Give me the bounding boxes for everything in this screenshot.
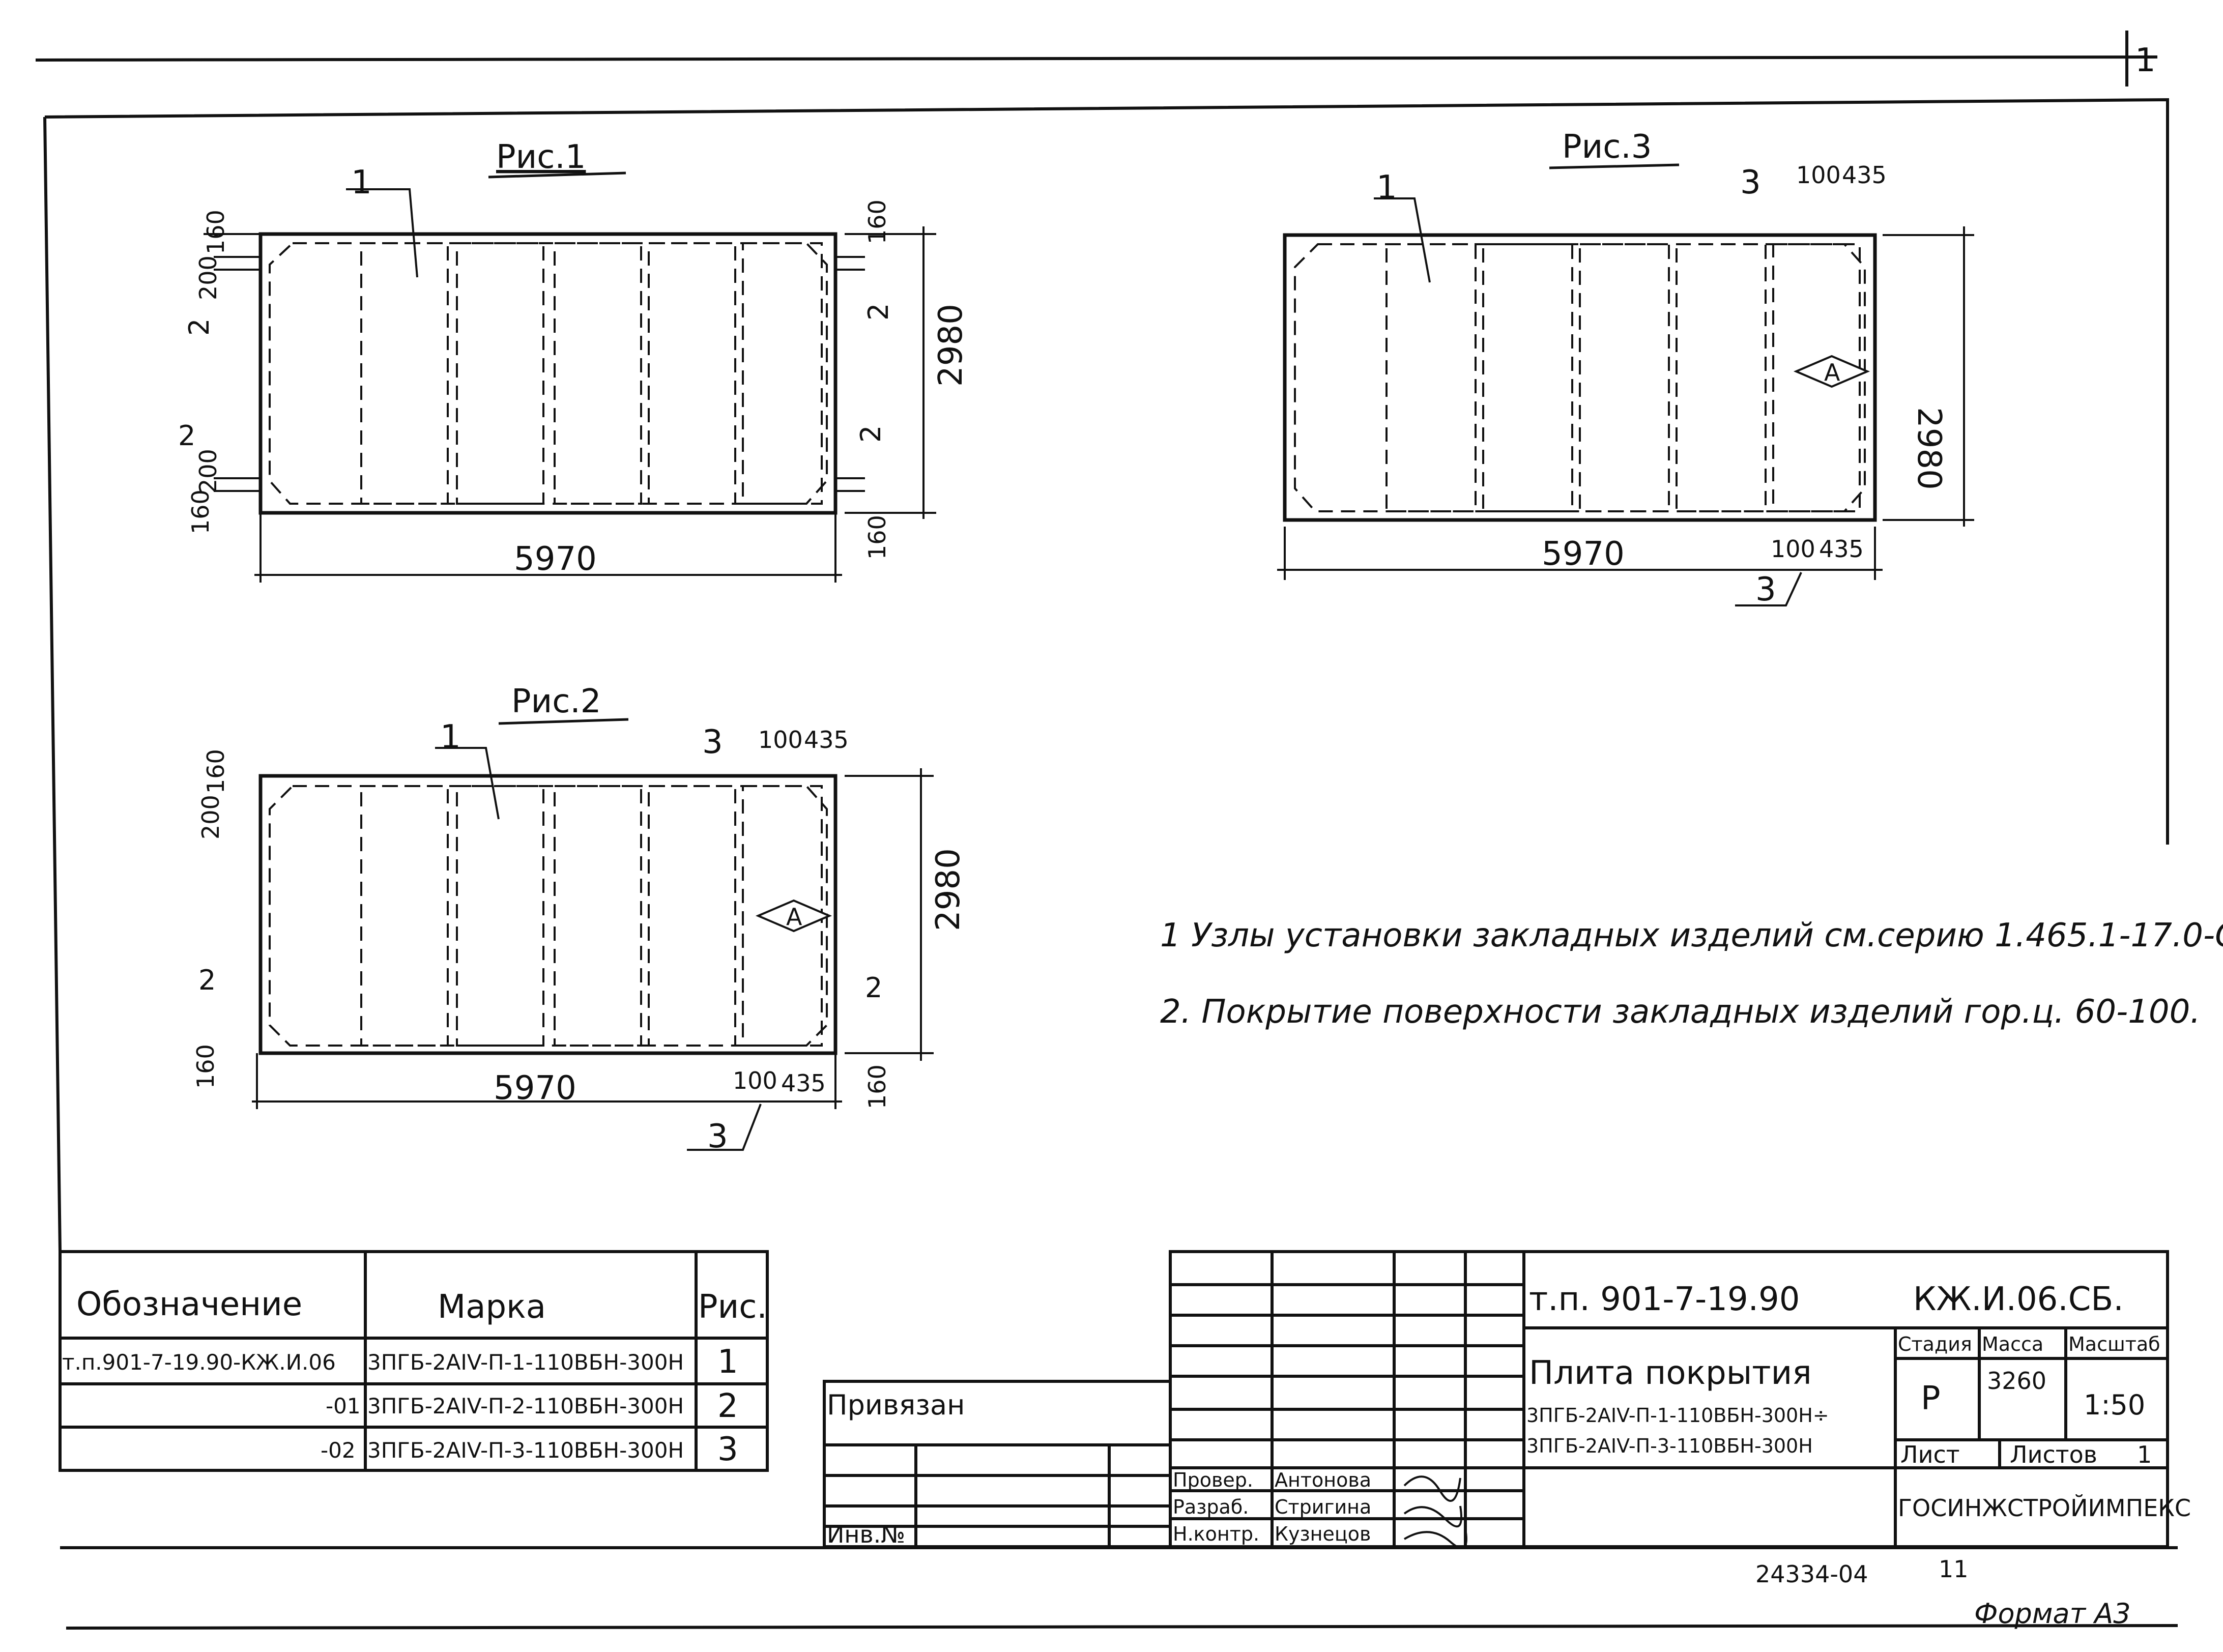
- stamp-role-3: Н.контр.: [1173, 1523, 1259, 1545]
- fig1-title: Рис.1: [496, 138, 586, 176]
- stamp-role-2: Разраб.: [1173, 1496, 1249, 1518]
- spec-row-3-fig: 3: [717, 1431, 738, 1468]
- fig1-leader-1: 1: [351, 164, 372, 201]
- format-label: Формат А3: [1974, 1598, 2131, 1630]
- stamp-project-code: т.п. 901-7-19.90: [1529, 1281, 1800, 1318]
- fig2-dim-width: 5970: [494, 1069, 576, 1107]
- fig1-slab-outline: [258, 232, 838, 515]
- stamp-sheets-count: 1: [2137, 1441, 2152, 1468]
- spec-header-designation: Обозначение: [76, 1286, 302, 1323]
- spec-row-3-mark: 3ПГБ-2АIV-П-3-110ВБН-300Н: [367, 1438, 684, 1463]
- fig2-slab-outline: [258, 774, 838, 1055]
- fig1-dim-160-bottom: 160: [187, 489, 214, 534]
- figure-3: Рис.3 1 3 100 435 A 5970 2980 100 435 3: [1277, 128, 1974, 608]
- fig3-leader-1: 1: [1376, 169, 1397, 207]
- stamp-title: Плита покрытия: [1529, 1354, 1812, 1392]
- stamp-mass: 3260: [1987, 1367, 2046, 1395]
- spec-row-2-designation: -01: [326, 1394, 361, 1418]
- spec-header-fig: Рис.: [698, 1288, 767, 1326]
- note-1: 1 Узлы установки закладных изделий см.се…: [1160, 917, 2223, 954]
- fig2-dim-435-bottom: 435: [781, 1069, 826, 1097]
- fig3-dim-100-top: 100: [1796, 161, 1841, 189]
- fig3-leader-3-top: 3: [1740, 164, 1761, 201]
- fig1-leader-2-bottom: 2: [178, 420, 195, 452]
- fig3-dim-width: 5970: [1542, 535, 1625, 573]
- stamp-col-scale: Масштаб: [2068, 1333, 2160, 1355]
- spec-table: [59, 1250, 769, 1472]
- spec-row-1-mark: 3ПГБ-2АIV-П-1-110ВБН-300Н: [367, 1350, 684, 1375]
- fig1-dim-160-br: 160: [863, 515, 891, 560]
- stamp-subtitle-1: 3ПГБ-2АIV-П-1-110ВБН-300Н÷: [1526, 1404, 1829, 1427]
- stamp-subtitle-2: 3ПГБ-2АIV-П-3-110ВБН-300Н: [1526, 1435, 1813, 1457]
- title-block-grid: [823, 1250, 2169, 1548]
- fig2-dim-160-br: 160: [863, 1064, 891, 1109]
- fig3-dim-435-top: 435: [1842, 161, 1887, 189]
- stamp-name-2: Стригина: [1275, 1496, 1371, 1518]
- fig3-dim-100-bottom: 100: [1771, 535, 1815, 563]
- fig2-dim-100-bottom: 100: [733, 1067, 777, 1094]
- fig1-dim-160-tr: 160: [863, 199, 891, 244]
- spec-row-1-designation: т.п.901-7-19.90-КЖ.И.06: [62, 1350, 336, 1375]
- fig3-dim-height: 2980: [1910, 407, 1948, 490]
- signatures: [1403, 1475, 1467, 1549]
- stamp-sheet-label: Лист: [1900, 1441, 1960, 1468]
- fig2-dim-100-top: 100: [758, 726, 803, 753]
- fig3-dim-435-bottom: 435: [1819, 535, 1864, 563]
- figure-2: Рис.2 1 3 100 435 A 5970 2980 100 435 3: [192, 683, 967, 1155]
- fig2-dim-160-bottom: 160: [192, 1044, 219, 1089]
- fig2-dim-200-top: 200: [197, 795, 224, 839]
- top-rule: [35, 55, 2158, 62]
- fig2-leader-2-bottom: 2: [198, 964, 216, 996]
- fig1-leader-2-right: 2: [862, 303, 894, 321]
- archive-number: 24334-04: [1755, 1560, 1868, 1588]
- frame-top-right: [44, 98, 2169, 845]
- spec-header-mark: Марка: [438, 1288, 546, 1326]
- fig3-title: Рис.3: [1562, 128, 1652, 166]
- fig1-dim-160-top: 160: [202, 210, 229, 254]
- fig3-slab-outline: [1283, 233, 1877, 522]
- fig2-dim-height: 2980: [930, 848, 967, 931]
- spec-row-3-designation: -02: [321, 1438, 356, 1463]
- spec-row-2-fig: 2: [717, 1387, 738, 1425]
- fig1-leader-2-top: 2: [183, 318, 215, 336]
- fig2-leader-3-top: 3: [702, 723, 723, 761]
- fig2-dim-435-top: 435: [804, 726, 849, 753]
- stamp-stage: Р: [1921, 1380, 1941, 1417]
- fig2-title: Рис.2: [511, 683, 601, 720]
- fig2-leader-3-bottom: 3: [707, 1118, 728, 1155]
- fig2-marker-diamond: [755, 899, 832, 933]
- fig3-marker-diamond: [1793, 355, 1870, 388]
- fig3-leader-3-bottom: 3: [1755, 571, 1776, 608]
- fig2-leader-2-right: 2: [865, 972, 882, 1004]
- note-2: 2. Покрытие поверхности закладных издели…: [1160, 993, 2201, 1031]
- stamp-sheets-label: Листов: [2010, 1441, 2097, 1468]
- stamp-inv-no: Инв.№: [827, 1521, 905, 1548]
- fig2-leader-1: 1: [440, 718, 461, 756]
- spec-row-1-fig: 1: [717, 1343, 738, 1381]
- fig2-dim-160-top: 160: [202, 749, 229, 794]
- page-number: 11: [1939, 1555, 1969, 1583]
- fig1-dim-width: 5970: [514, 540, 597, 578]
- stamp-privyazan: Привязан: [827, 1389, 965, 1421]
- sheet-number: 1: [2135, 42, 2156, 79]
- fig3-marker-A: A: [1824, 359, 1840, 386]
- fig1-dim-height: 2980: [932, 304, 970, 387]
- frame-left: [43, 117, 62, 1252]
- stamp-scale: 1:50: [2084, 1389, 2145, 1421]
- stamp-name-1: Антонова: [1275, 1469, 1371, 1491]
- figure-1: Рис.1 1 2 2 2 2 5970 2980 160 2: [178, 138, 970, 583]
- fig1-leader-2-br: 2: [855, 425, 887, 443]
- fig1-dim-200-top: 200: [194, 255, 222, 300]
- spec-row-2-mark: 3ПГБ-2АIV-П-2-110ВБН-300Н: [367, 1394, 684, 1418]
- bottom-rule: [66, 1624, 2178, 1630]
- stamp-col-mass: Масса: [1982, 1333, 2043, 1355]
- stamp-org: ГОСИНЖСТРОЙИМПЕКС: [1898, 1494, 2191, 1522]
- stamp-name-3: Кузнецов: [1275, 1523, 1371, 1545]
- fig2-marker-A: A: [786, 903, 802, 931]
- fig1-dim-200-bottom: 200: [194, 449, 222, 494]
- stamp-role-1: Провер.: [1173, 1469, 1253, 1491]
- stamp-col-stage: Стадия: [1898, 1333, 1972, 1355]
- stamp-doc-code: КЖ.И.06.СБ.: [1913, 1281, 2124, 1318]
